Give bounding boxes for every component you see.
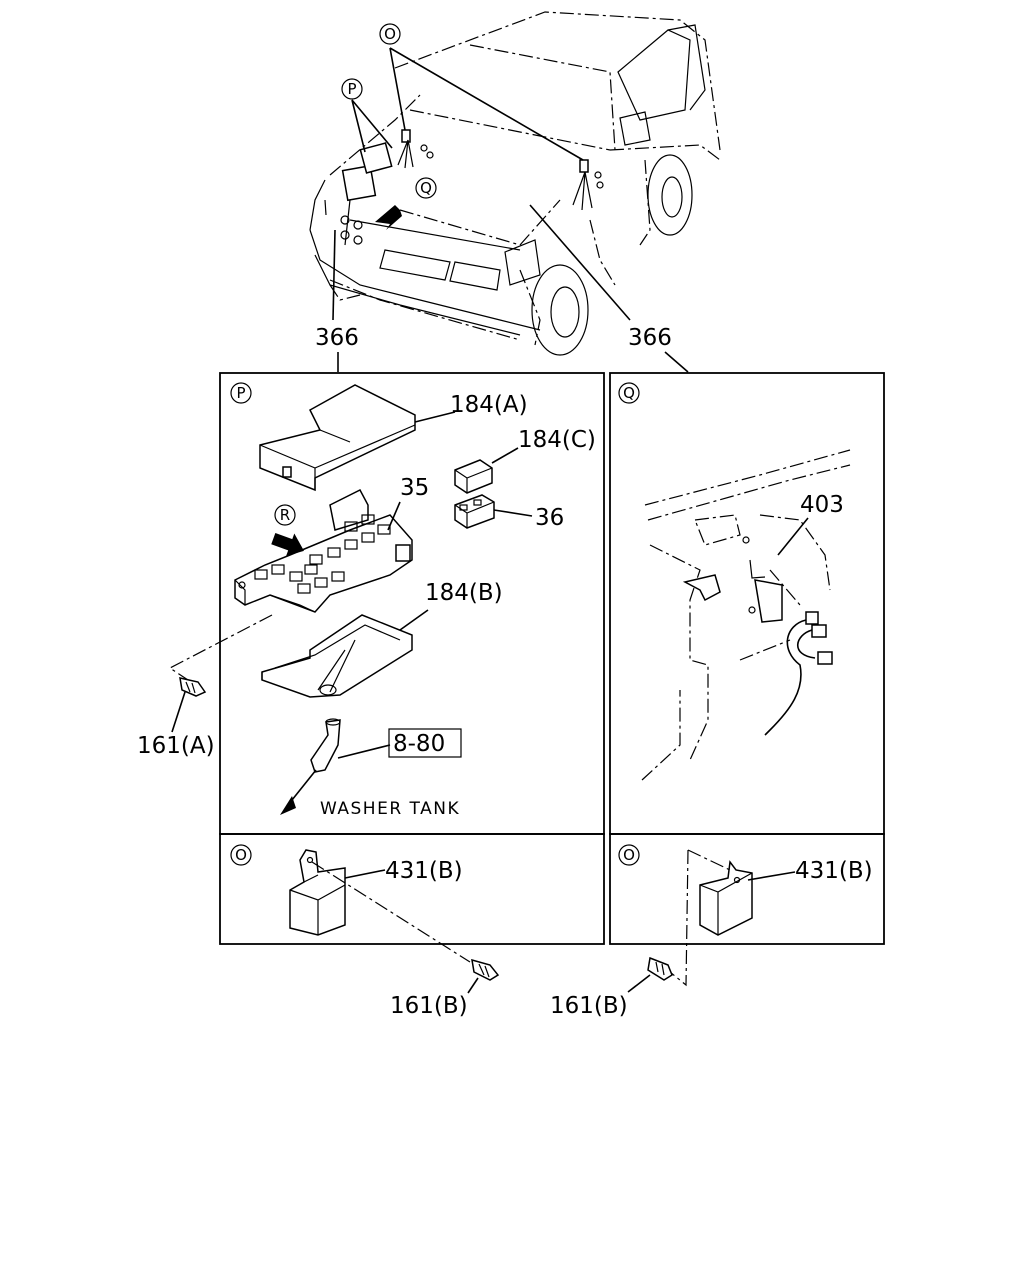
control-unit-431b-right [699,860,753,936]
callout-35: 35 [400,475,429,501]
fuse-block [234,489,413,613]
callout-184b: 184(B) [425,580,503,606]
fuse-box-tray [261,614,413,698]
marker-o-vehicle: O [379,23,401,45]
sensor-403 [742,536,783,623]
panel-q: Q 403 [609,372,885,835]
direction-arrow [271,532,304,557]
callout-366-left: 366 [315,325,359,351]
reference-box-8-80: 8-80 [388,728,462,758]
svg-text:Q: Q [623,384,635,402]
svg-text:Q: Q [420,179,432,197]
svg-text:O: O [235,846,247,864]
bolt-161b-left [471,958,500,981]
callout-161b-left: 161(B) [390,993,468,1019]
marker-q-vehicle: Q [415,177,437,199]
svg-text:O: O [623,846,635,864]
panel-p: P 184(A) 184(C) 36 [168,372,605,835]
svg-text:P: P [347,80,356,98]
fuse-box-cover [259,384,416,492]
callout-184a: 184(A) [450,392,528,418]
marker-p-vehicle: P [341,78,363,100]
vehicle-illustration: O P Q [309,11,721,356]
callout-161a: 161(A) [137,733,215,759]
panel-o-left: O 431(B) [219,833,605,963]
callout-161b-right: 161(B) [550,993,628,1019]
callout-36: 36 [535,505,564,531]
bolt-161a [179,677,207,697]
callout-431b-right: 431(B) [795,858,873,884]
wire-connector [764,611,833,736]
washer-tank-label: WASHER TANK [320,799,460,819]
callout-403: 403 [800,492,844,518]
svg-text:O: O [384,25,396,43]
callout-366-right: 366 [628,325,672,351]
callout-184c: 184(C) [518,427,596,453]
svg-text:P: P [236,384,245,402]
marker-r: R [274,504,296,526]
svg-text:8-80: 8-80 [393,731,445,757]
callout-431b-left: 431(B) [385,858,463,884]
svg-text:R: R [280,506,290,524]
bolt-161b-right [647,956,673,981]
relay-184c [454,459,493,494]
control-unit-431b-left [289,849,346,936]
relay-36 [454,494,495,529]
panel-o-right: O 431(B) [609,833,885,987]
washer-hose [310,718,341,773]
